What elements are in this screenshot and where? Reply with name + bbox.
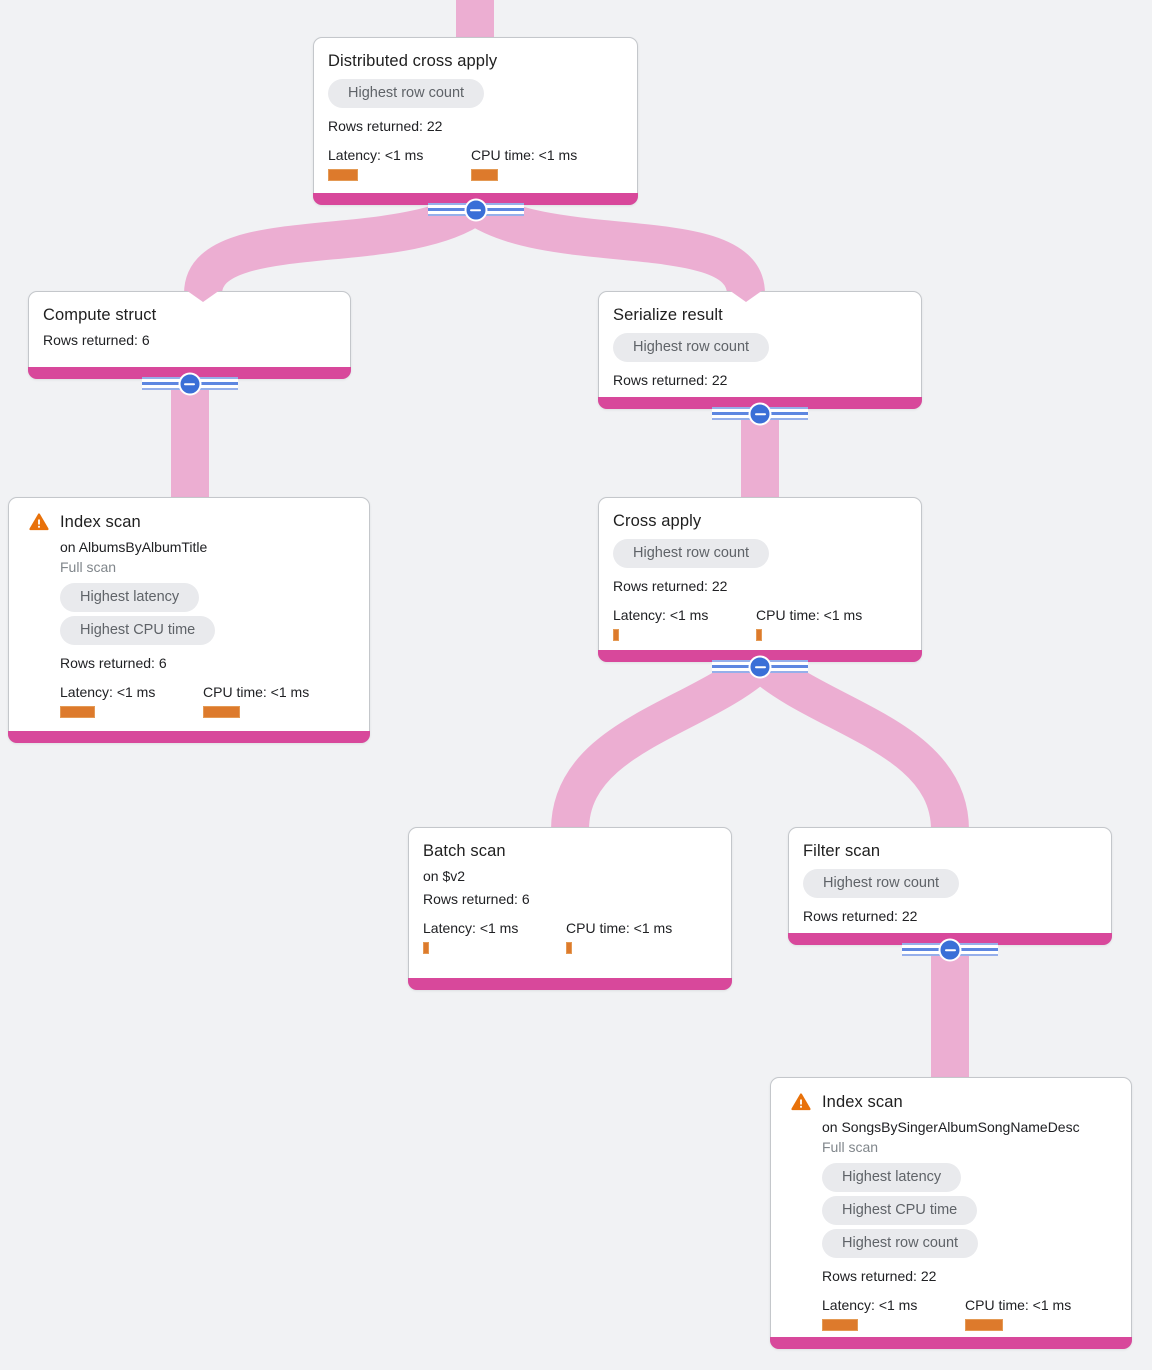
latency-bar (423, 942, 429, 954)
scan-type: Full scan (60, 559, 117, 575)
plan-node-batch-scan[interactable]: Batch scan on $v2 Rows returned: 6 Laten… (408, 827, 732, 990)
edge-cross-apply-to-batch-scan (551, 647, 773, 832)
scan-target: on SongsBySingerAlbumSongNameDesc (822, 1119, 1080, 1135)
badge-highest-row-count: Highest row count (822, 1229, 979, 1258)
collapse-button[interactable] (427, 197, 524, 223)
minus-icon[interactable] (178, 372, 201, 396)
scan-type: Full scan (822, 1139, 879, 1155)
node-title: Batch scan (423, 842, 506, 860)
badge-highest-cpu-time: Highest CPU time (822, 1196, 978, 1225)
node-accent-bar (770, 1337, 1132, 1349)
metrics: Latency: <1 ms CPU time: <1 ms (423, 920, 715, 954)
badge-list: Highest row count (613, 333, 905, 362)
cpu-bar (471, 169, 498, 181)
latency-bar (328, 169, 358, 181)
rows-returned: Rows returned: 22 (613, 372, 728, 388)
latency-metric: Latency: <1 ms (328, 147, 471, 181)
collapse-button[interactable] (712, 654, 808, 680)
node-title: Index scan (60, 512, 141, 531)
latency-metric: Latency: <1 ms (60, 684, 203, 718)
cpu-metric: CPU time: <1 ms (566, 920, 672, 954)
minus-icon[interactable] (464, 198, 487, 222)
node-title: Serialize result (613, 306, 723, 324)
rows-returned: Rows returned: 22 (803, 908, 918, 924)
edge-cross-apply-to-filter-scan (747, 647, 969, 832)
node-title: Cross apply (613, 512, 702, 530)
plan-node-filter-scan[interactable]: Filter scan Highest row count Rows retur… (788, 827, 1112, 962)
plan-node-index-scan-songs[interactable]: Index scan on SongsBySingerAlbumSongName… (770, 1077, 1132, 1349)
edge-dca-to-compute-struct (184, 189, 487, 297)
latency-metric: Latency: <1 ms (822, 1297, 965, 1331)
node-accent-bar (8, 731, 370, 743)
rows-returned: Rows returned: 22 (328, 118, 443, 134)
node-title: Index scan (822, 1092, 903, 1111)
plan-node-index-scan-albums[interactable]: Index scan on AlbumsByAlbumTitle Full sc… (8, 497, 370, 743)
scan-target: on AlbumsByAlbumTitle (60, 539, 208, 555)
badge-highest-row-count: Highest row count (613, 333, 770, 362)
scan-target: on $v2 (423, 868, 466, 884)
rows-returned: Rows returned: 6 (43, 332, 150, 348)
minus-icon[interactable] (748, 655, 772, 679)
collapse-button[interactable] (712, 401, 808, 427)
badge-highest-cpu-time: Highest CPU time (60, 616, 216, 645)
collapse-button[interactable] (902, 937, 998, 963)
latency-bar (822, 1319, 858, 1331)
badge-highest-row-count: Highest row count (613, 539, 770, 568)
cpu-metric: CPU time: <1 ms (471, 147, 577, 181)
metrics: Latency: <1 ms CPU time: <1 ms (60, 684, 353, 718)
badge-list: Highest row count (613, 539, 905, 568)
badge-highest-row-count: Highest row count (803, 869, 960, 898)
edge-dca-to-serialize-result (464, 189, 765, 297)
cpu-metric: CPU time: <1 ms (203, 684, 309, 718)
cpu-bar (566, 942, 572, 954)
rows-returned: Rows returned: 22 (613, 578, 728, 594)
cpu-bar (203, 706, 240, 718)
badge-list: Highest latency Highest CPU time Highest… (822, 1163, 1115, 1258)
badge-highest-latency: Highest latency (822, 1163, 962, 1192)
plan-node-distributed-cross-apply[interactable]: Distributed cross apply Highest row coun… (313, 37, 638, 222)
cpu-metric: CPU time: <1 ms (756, 607, 862, 641)
cpu-metric: CPU time: <1 ms (965, 1297, 1071, 1331)
plan-node-compute-struct[interactable]: Compute struct Rows returned: 6 (28, 291, 351, 396)
minus-icon[interactable] (748, 402, 772, 426)
badge-highest-latency: Highest latency (60, 583, 200, 612)
rows-returned: Rows returned: 6 (423, 891, 530, 907)
metrics: Latency: <1 ms CPU time: <1 ms (822, 1297, 1115, 1331)
badge-list: Highest latency Highest CPU time (60, 583, 353, 645)
warning-icon (791, 1093, 811, 1111)
rows-returned: Rows returned: 6 (60, 655, 167, 671)
node-accent-bar (408, 978, 732, 990)
plan-node-cross-apply[interactable]: Cross apply Highest row count Rows retur… (598, 497, 922, 679)
metrics: Latency: <1 ms CPU time: <1 ms (328, 147, 621, 181)
metrics: Latency: <1 ms CPU time: <1 ms (613, 607, 905, 641)
badge-list: Highest row count (328, 79, 621, 108)
cpu-bar (965, 1319, 1003, 1331)
latency-bar (60, 706, 95, 718)
badge-list: Highest row count (803, 869, 1095, 898)
rows-returned: Rows returned: 22 (822, 1268, 937, 1284)
badge-highest-row-count: Highest row count (328, 79, 485, 108)
plan-node-serialize-result[interactable]: Serialize result Highest row count Rows … (598, 291, 922, 426)
node-title: Compute struct (43, 306, 157, 324)
latency-metric: Latency: <1 ms (613, 607, 756, 641)
node-title: Distributed cross apply (328, 52, 498, 70)
collapse-button[interactable] (141, 371, 238, 397)
minus-icon[interactable] (938, 938, 962, 962)
node-title: Filter scan (803, 842, 881, 860)
cpu-bar (756, 629, 762, 641)
latency-bar (613, 629, 619, 641)
warning-icon (29, 513, 49, 531)
latency-metric: Latency: <1 ms (423, 920, 566, 954)
